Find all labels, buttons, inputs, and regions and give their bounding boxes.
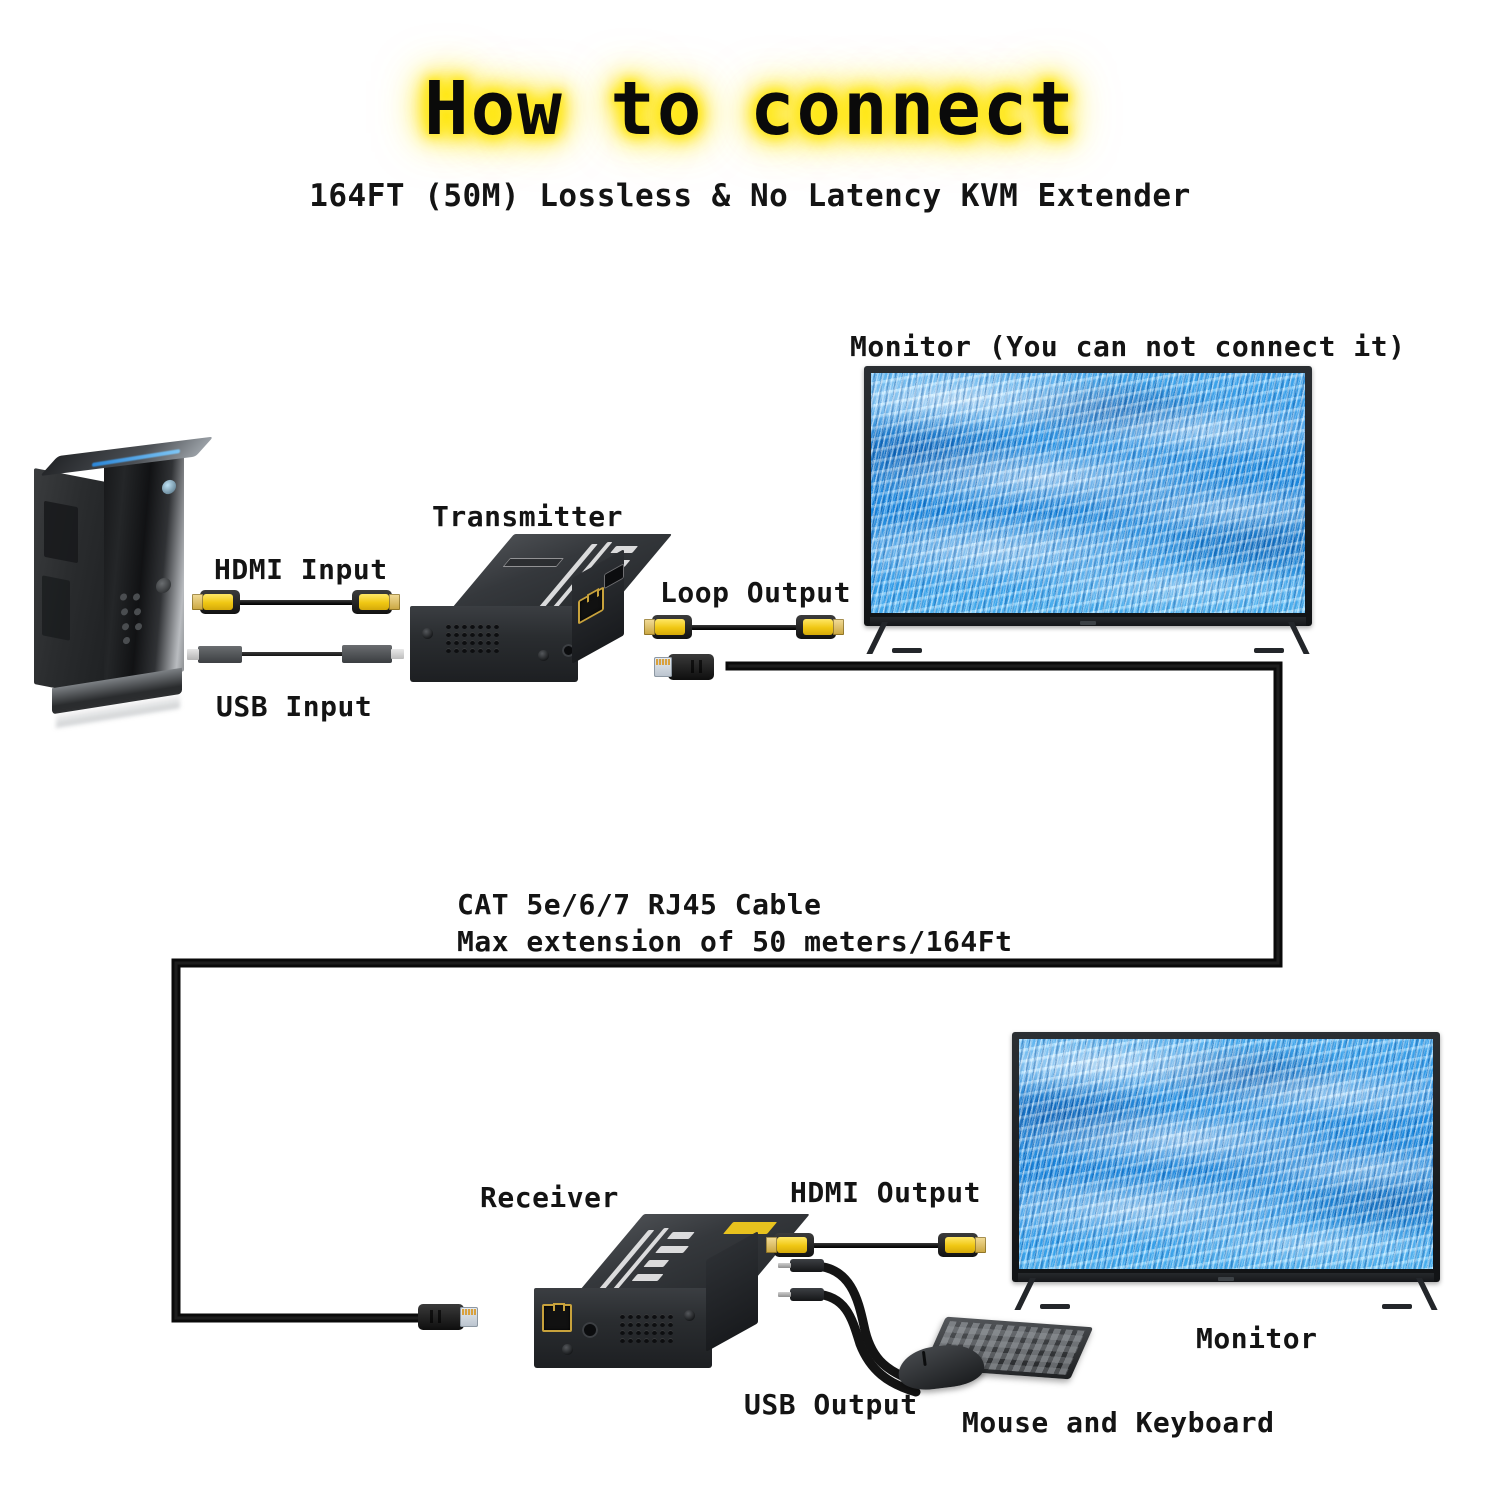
usb-connector-icon xyxy=(187,646,242,663)
receiver-rj45-port[interactable] xyxy=(542,1303,572,1332)
hdmi-connector-icon xyxy=(352,589,400,615)
receiver-silk-text xyxy=(655,1246,689,1253)
usb-output-label: USB Output xyxy=(744,1388,918,1421)
monitor-indicator-icon xyxy=(1080,621,1096,625)
hdmi-connector-icon xyxy=(644,614,692,640)
cat-cable-label-line2: Max extension of 50 meters/164Ft xyxy=(457,925,1013,958)
usb-connector-icon xyxy=(778,1259,824,1272)
cable-wire xyxy=(812,1243,940,1248)
title-block: How to connect xyxy=(0,72,1500,146)
pc-front-ports xyxy=(120,590,146,648)
receiver-label: Receiver xyxy=(480,1181,619,1214)
mouse-and-keyboard xyxy=(895,1312,1098,1412)
hdmi-output-label: HDMI Output xyxy=(790,1176,981,1209)
receiver-silk-line xyxy=(596,1230,655,1292)
monitor-receiver-label: Monitor xyxy=(1196,1322,1318,1355)
usb-input-label: USB Input xyxy=(216,690,373,723)
cable-wire xyxy=(240,652,346,656)
receiver-silk-text xyxy=(666,1232,695,1239)
transmitter-screw-icon xyxy=(538,650,549,661)
transmitter-power-port[interactable] xyxy=(562,644,575,657)
monitor-screen xyxy=(1019,1039,1433,1269)
transmitter-device xyxy=(404,534,673,714)
cable-wire xyxy=(238,600,354,605)
transmitter-label: Transmitter xyxy=(432,500,623,533)
usb-output-splitter-cable xyxy=(811,1261,921,1397)
usb-connector-icon xyxy=(342,645,404,663)
transmitter-rj45-port[interactable] xyxy=(578,586,604,625)
monitor-indicator-icon xyxy=(1218,1277,1234,1281)
pc-vent-panel xyxy=(44,500,78,564)
wallpaper-image xyxy=(1019,1039,1433,1269)
monitor-screen xyxy=(871,373,1305,613)
transmitter-silk-box xyxy=(502,558,565,567)
monitor-bottom xyxy=(1012,1032,1440,1309)
page-title: How to connect xyxy=(424,66,1076,152)
receiver-silk-text xyxy=(631,1274,664,1281)
receiver-screw-icon xyxy=(562,1344,573,1355)
hdmi-input-cable xyxy=(192,589,400,615)
transmitter-hdmi-port[interactable] xyxy=(604,563,624,590)
cable-wire xyxy=(690,625,798,630)
page-subtitle: 164FT (50M) Lossless & No Latency KVM Ex… xyxy=(309,178,1191,214)
monitor-leg-right xyxy=(1382,1278,1422,1309)
monitor-leg-right xyxy=(1254,622,1294,653)
monitor-leg-left xyxy=(1030,1278,1070,1309)
receiver-vent-holes xyxy=(620,1314,673,1343)
receiver-screw-icon xyxy=(684,1310,695,1321)
hdmi-output-cable xyxy=(766,1232,986,1258)
loop-output-hdmi-cable xyxy=(644,614,844,640)
receiver-power-port[interactable] xyxy=(582,1322,598,1338)
hdmi-input-label: HDMI Input xyxy=(214,553,388,586)
hdmi-connector-icon xyxy=(796,614,844,640)
pc-vent-panel-lower xyxy=(42,575,70,641)
wallpaper-image xyxy=(871,373,1305,613)
usb-connector-icon xyxy=(778,1288,824,1301)
receiver-silk-text xyxy=(643,1260,670,1267)
monitor-top xyxy=(864,366,1312,653)
rj45-connector-icon xyxy=(404,1302,478,1332)
usb-input-cable xyxy=(187,644,404,664)
hdmi-connector-icon xyxy=(192,589,240,615)
cat-cable-label-line1: CAT 5e/6/7 RJ45 Cable xyxy=(457,888,822,921)
mouse-keyboard-label: Mouse and Keyboard xyxy=(962,1406,1275,1439)
transmitter-vent-holes xyxy=(446,624,499,653)
receiver-front-face xyxy=(534,1288,712,1368)
transmitter-silk-text xyxy=(610,546,639,553)
receiver-device xyxy=(524,1214,810,1394)
transmitter-front-face xyxy=(410,606,578,682)
rj45-connector-icon xyxy=(654,652,728,682)
monitor-loop-label: Monitor (You can not connect it) xyxy=(850,330,1406,363)
monitor-leg-left xyxy=(882,622,922,653)
transmitter-screw-icon xyxy=(422,628,433,639)
hdmi-connector-icon xyxy=(766,1232,814,1258)
pc-tower xyxy=(34,436,214,728)
loop-output-label: Loop Output xyxy=(660,576,851,609)
